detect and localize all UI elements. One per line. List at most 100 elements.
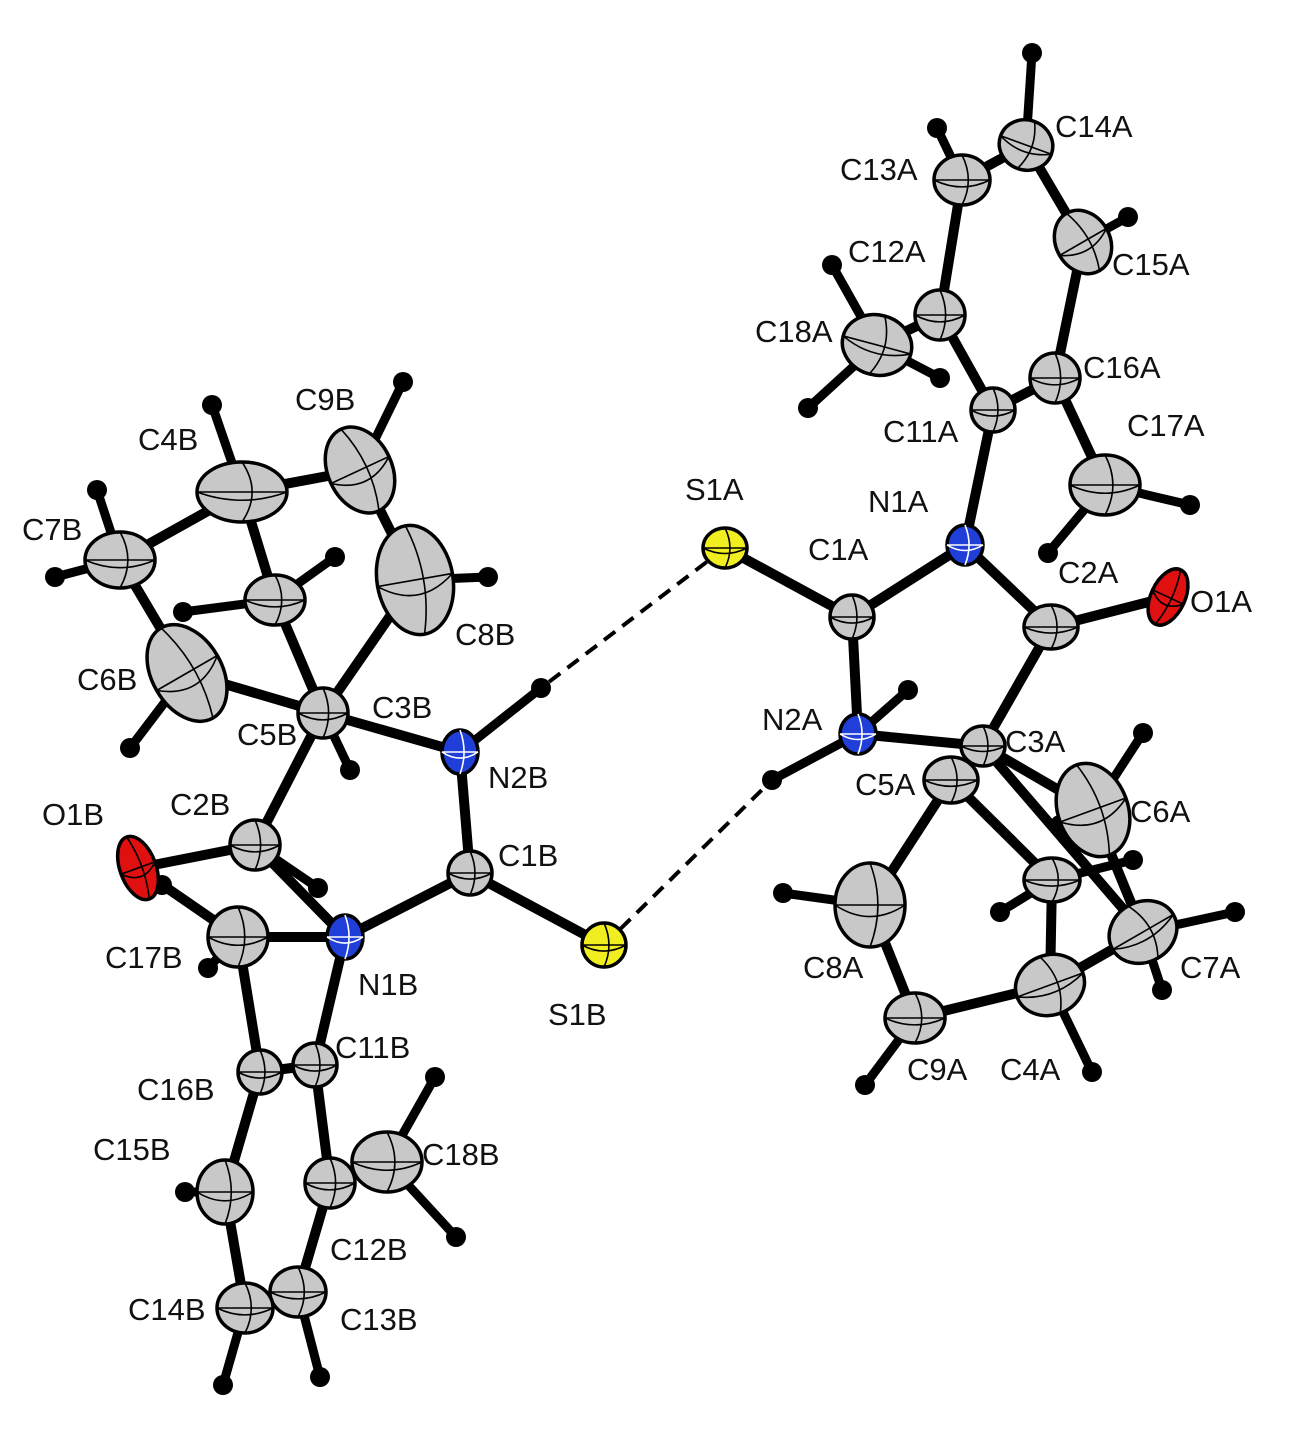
atom-n2b-ellipsoid (440, 728, 480, 776)
atom-label-c16a: C16A (1083, 350, 1161, 385)
atom-label-c16b: C16B (137, 1072, 215, 1107)
atom-label-c17a: C17A (1127, 408, 1205, 443)
atom-c14a-ellipsoid (997, 118, 1055, 172)
atom-c15b-ellipsoid (195, 1158, 255, 1226)
atom-label-c12a: C12A (848, 234, 926, 269)
atom-label-c1b: C1B (498, 838, 558, 873)
hydrogen-atom (1082, 1062, 1102, 1082)
atom-c15a-ellipsoid (1052, 208, 1114, 276)
atom-c9a-ellipsoid (883, 991, 947, 1045)
atom-c12b-ellipsoid (303, 1156, 357, 1210)
atom-n1b-ellipsoid (325, 913, 365, 961)
atom-c18b-ellipsoid (350, 1130, 424, 1194)
atom-label-c13b: C13B (340, 1302, 418, 1337)
hydrogen-atom (1123, 850, 1143, 870)
hydrogen-atom (213, 1375, 233, 1395)
atom-label-c6b: C6B (77, 662, 137, 697)
atom-c4b-ellipsoid (195, 460, 289, 524)
atom-label-n1a: N1A (868, 484, 929, 519)
atom-c11b-ellipsoid (291, 1041, 339, 1089)
hydrogen-atom (1038, 543, 1058, 563)
atom-label-c4a: C4A (1000, 1052, 1061, 1087)
covalent-bond (465, 868, 609, 950)
atom-label-c14a: C14A (1055, 109, 1133, 144)
atom-c7a-ellipsoid (1107, 898, 1179, 966)
atom-c7b-ellipsoid (83, 530, 157, 590)
atom-label-c7a: C7A (1180, 950, 1241, 985)
atom-c11a-ellipsoid (969, 386, 1017, 434)
atom-c9b-ellipsoid (323, 425, 397, 515)
hydrogen-atom (1118, 207, 1138, 227)
atom-c6a-ellipsoid (1054, 761, 1132, 859)
atom-label-c2b: C2B (170, 787, 230, 822)
atom-label-c1a: C1A (808, 532, 869, 567)
atom-label-c13a: C13A (840, 152, 918, 187)
atom-label-c7b: C7B (22, 512, 82, 547)
atom-label-o1a: O1A (1190, 584, 1252, 619)
hydrogen-atom (531, 678, 551, 698)
atom-label-s1a: S1A (685, 472, 744, 507)
hydrogen-atom (798, 398, 818, 418)
hydrogen-atom (927, 118, 947, 138)
atom-label-c12b: C12B (330, 1232, 408, 1267)
atom-label-c9b: C9B (295, 382, 355, 417)
hydrogen-atom (87, 480, 107, 500)
hydrogen-atom (45, 567, 65, 587)
hydrogen-bonds (539, 546, 774, 947)
atom-c16b-ellipsoid (236, 1048, 284, 1096)
atom-label-n1b: N1B (358, 967, 418, 1002)
hydrogen-atom (478, 567, 498, 587)
hydrogen-atom (1225, 902, 1245, 922)
hydrogen-atom (822, 255, 842, 275)
hydrogen-atom (310, 1367, 330, 1387)
hydrogen-atom (1152, 980, 1172, 1000)
covalent-bond (978, 741, 1148, 937)
hydrogen-bond-dashed-line (602, 778, 774, 947)
hydrogen-atom (173, 602, 193, 622)
atom-label-c17b: C17B (105, 940, 183, 975)
hydrogen-atom (120, 738, 140, 758)
atom-c3a-ellipsoid (959, 724, 1007, 768)
hydrogen-atom (930, 368, 950, 388)
atom-label-c11a: C11A (883, 414, 959, 449)
atom-c1b-ellipsoid (446, 849, 494, 897)
hydrogen-atom (990, 902, 1010, 922)
atom-c4a-ellipsoid (1013, 952, 1087, 1018)
atom-label-c14b: C14B (128, 1292, 206, 1327)
hydrogen-atom (855, 1075, 875, 1095)
atoms (83, 118, 1190, 1335)
atom-label-c6a: C6A (1130, 794, 1191, 829)
atom-n1a-ellipsoid (945, 523, 985, 567)
hydrogen-atom (1180, 495, 1200, 515)
atom-label-c11b: C11B (335, 1030, 410, 1065)
atom-c12a-ellipsoid (913, 288, 967, 342)
atom-c5a-ellipsoid (922, 755, 980, 805)
hydrogen-atom (425, 1067, 445, 1087)
atom-c2a-ellipsoid (1022, 603, 1080, 651)
atom-u2-ellipsoid (1022, 856, 1082, 904)
atom-c16a-ellipsoid (1028, 351, 1082, 405)
covalent-bond (720, 543, 857, 622)
hydrogen-atom (198, 958, 218, 978)
atom-n2a-ellipsoid (838, 712, 878, 756)
atom-label-s1b: S1B (548, 997, 607, 1032)
hydrogen-atom (446, 1227, 466, 1247)
atom-label-c2a: C2A (1058, 555, 1119, 590)
hydrogen-atom (308, 878, 328, 898)
atom-c13b-ellipsoid (268, 1265, 328, 1319)
hydrogen-atom (773, 883, 793, 903)
atom-label-c4b: C4B (138, 422, 198, 457)
atom-label-c3b: C3B (372, 690, 432, 725)
atom-c13a-ellipsoid (932, 153, 992, 207)
hydrogen-bond-dashed-line (539, 546, 727, 690)
hydrogen-atom (175, 1182, 195, 1202)
hydrogen-atom (762, 770, 782, 790)
atom-label-c5b: C5B (237, 717, 297, 752)
atom-c8a-ellipsoid (833, 861, 907, 949)
atom-s1a-ellipsoid (701, 526, 749, 570)
atom-label-c9a: C9A (907, 1052, 968, 1087)
atom-c18a-ellipsoid (840, 312, 914, 378)
atom-c3b-ellipsoid (296, 686, 350, 740)
